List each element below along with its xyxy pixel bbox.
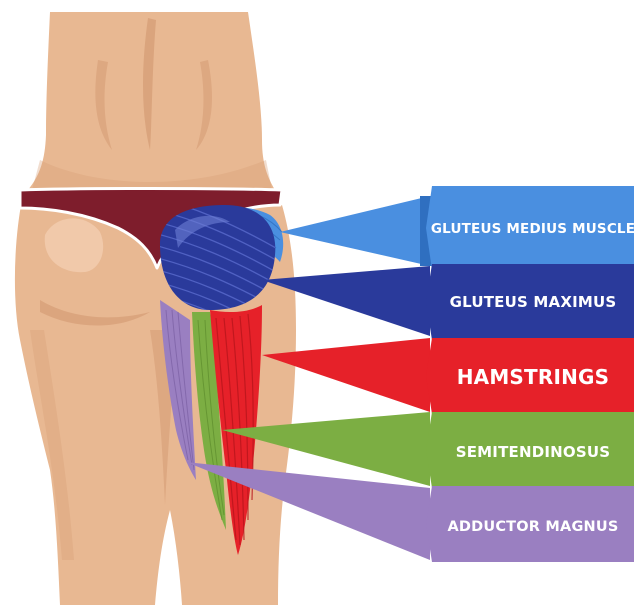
label-gluteus-medius: GLUTEUS MEDIUS MUSCLE [280, 186, 634, 270]
label-gluteus-maximus: GLUTEUS MAXIMUS [262, 264, 634, 340]
body-figure [15, 12, 296, 605]
label-hamstrings: HAMSTRINGS [262, 338, 634, 414]
label-text-gluteus-maximus: GLUTEUS MAXIMUS [450, 293, 617, 311]
label-text-hamstrings: HAMSTRINGS [457, 365, 610, 389]
pointer-gluteus-medius [280, 196, 430, 266]
label-text-adductor-magnus: ADDUCTOR MAGNUS [447, 519, 618, 535]
label-text-semitendinosus: SEMITENDINOSUS [456, 443, 611, 461]
label-text-gluteus-medius: GLUTEUS MEDIUS MUSCLE [431, 221, 634, 237]
